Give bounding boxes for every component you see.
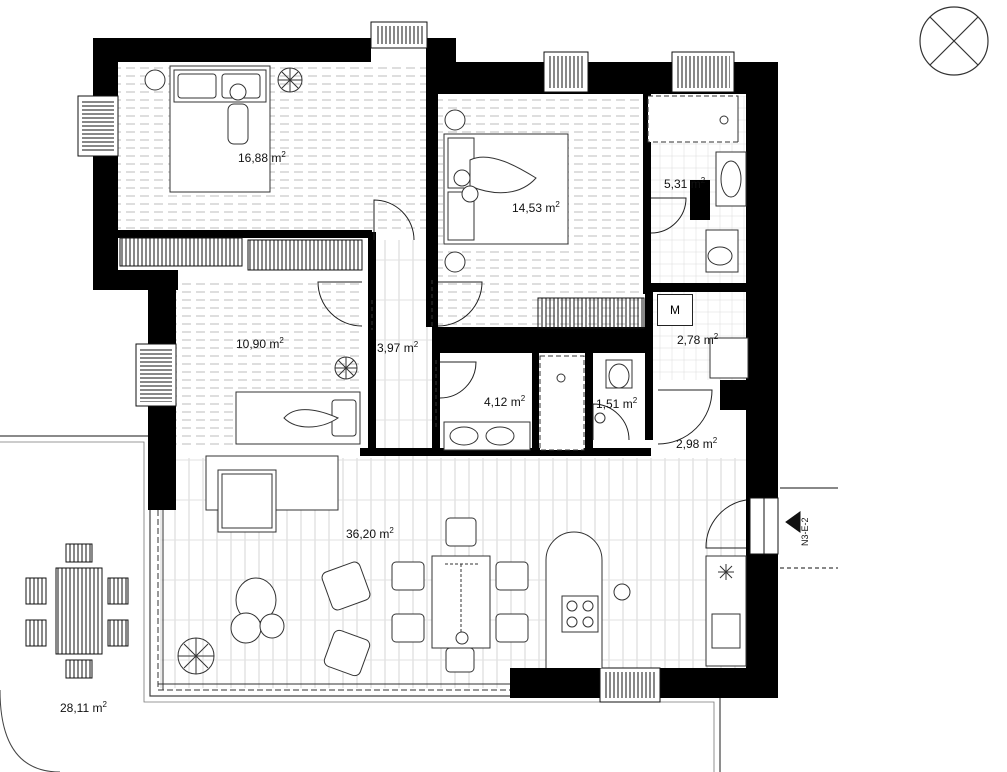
terrace (0, 435, 721, 772)
utility-fixtures (709, 337, 749, 379)
section-marker (780, 487, 838, 569)
area-label-utility: 2,78 m2 (677, 332, 719, 347)
dining-table (391, 517, 529, 673)
kitchen-island (545, 531, 631, 668)
bed-top-left (144, 65, 271, 193)
area-label-bedroom-master: 14,53 m2 (512, 200, 560, 215)
windows (77, 21, 779, 703)
kitchen-counter (705, 555, 747, 667)
plant-living (177, 637, 215, 675)
sofa (205, 455, 339, 533)
glazing-line (157, 280, 510, 691)
armchairs (321, 561, 371, 677)
wardrobe-top-left (119, 237, 363, 271)
area-label-bedroom-small: 10,90 m2 (236, 336, 284, 351)
plant-top-left (277, 67, 303, 93)
rug-and-stools (230, 577, 285, 644)
area-label-entrance-hall: 2,98 m2 (676, 436, 718, 451)
utility-meter-label: M (657, 294, 693, 326)
bed-master (443, 109, 569, 273)
wardrobe-master (537, 297, 645, 329)
bed-small (235, 391, 361, 445)
area-label-bedroom-top-left: 16,88 m2 (238, 150, 286, 165)
north-compass-icon (919, 6, 989, 76)
plant-small (334, 356, 358, 380)
walls[interactable] (93, 38, 778, 698)
area-label-wc: 1,51 m2 (596, 396, 638, 411)
outdoor-dining (25, 543, 129, 679)
area-label-terrace: 28,11 m2 (60, 700, 107, 715)
section-reference-label: N3-E-2 (800, 517, 810, 546)
area-label-living: 36,20 m2 (346, 526, 394, 541)
area-label-bathroom-main: 5,31 m2 (664, 176, 706, 191)
area-label-corridor: 3,97 m2 (377, 340, 419, 355)
bathroom-main-fixtures (647, 95, 747, 273)
bath-small-fixtures (443, 355, 633, 451)
area-label-bath-small: 4,12 m2 (484, 394, 526, 409)
